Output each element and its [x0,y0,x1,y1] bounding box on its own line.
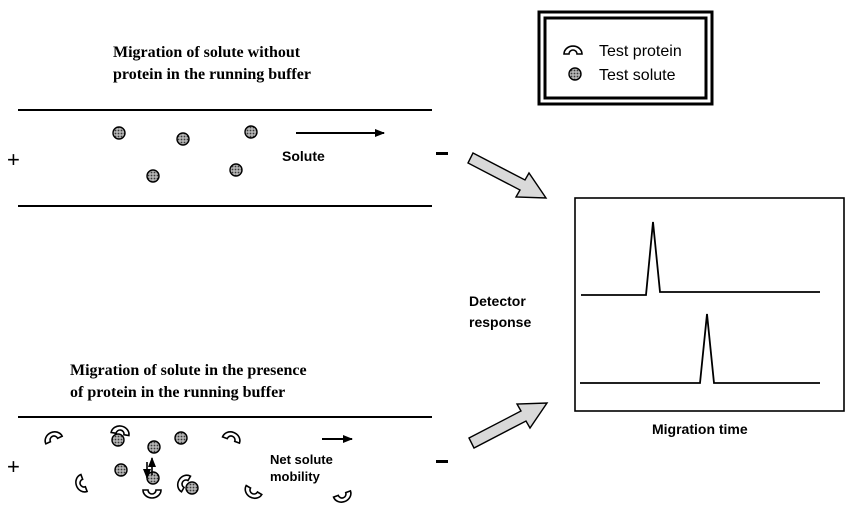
top-panel-title-line2: protein in the running buffer [113,66,311,83]
solute-particle [111,433,125,447]
legend-protein-label: Test protein [599,43,682,60]
solute-particles [112,125,258,183]
detector-graph: Detector response Migration time [469,197,845,437]
pointer-arrow-bottom [468,402,549,449]
cathode-symbol [436,460,448,463]
solute-particle [114,463,128,477]
graph-xlabel: Migration time [652,421,748,437]
anode-symbol: + [7,454,20,479]
graph-ylabel-line1: Detector [469,293,526,309]
top-panel-title-line1: Migration of solute without [113,44,301,61]
cathode-text: - [0,0,1,1]
protein-molecule [221,431,241,445]
solute-particle [174,431,188,445]
solute-particle [176,132,190,146]
solute-particle [229,163,243,177]
solute-particle [146,169,160,183]
electropherogram-trace-lower [580,313,820,384]
pointer-arrow-top [467,152,548,199]
bottom-panel-title-line2: of protein in the running buffer [70,384,285,401]
solute-particle [112,126,126,140]
solute-arrow-label: Solute [282,148,325,164]
protein-molecule [142,489,162,499]
solute-particle [147,440,161,454]
test-solute-icon [568,67,582,81]
legend-box: Test protein Test solute [537,10,714,106]
net-mobility-label-line1: Net solute [270,452,333,467]
protein-molecule [244,484,263,500]
protein-molecule [75,473,89,493]
protein-molecule [176,474,192,493]
solute-particle [185,481,199,495]
cathode-symbol [436,152,448,155]
bottom-panel: Migration of solute in the presence of p… [0,0,448,503]
bottom-panel-title-line1: Migration of solute in the presence [70,362,307,379]
solute-particle [244,125,258,139]
solute-particle [146,471,160,485]
protein-molecule [44,431,64,445]
test-protein-icon [563,45,583,55]
top-panel: Migration of solute without protein in t… [0,0,448,207]
electropherogram-trace-upper [581,221,820,296]
graph-ylabel-line2: response [469,314,531,330]
cathode-text: - [0,0,1,1]
protein-molecule [332,489,352,503]
anode-symbol: + [7,147,20,172]
protein-molecule [110,425,130,437]
legend-solute-label: Test solute [599,67,676,84]
graph-frame [574,197,845,412]
net-mobility-label-line2: mobility [270,469,321,484]
